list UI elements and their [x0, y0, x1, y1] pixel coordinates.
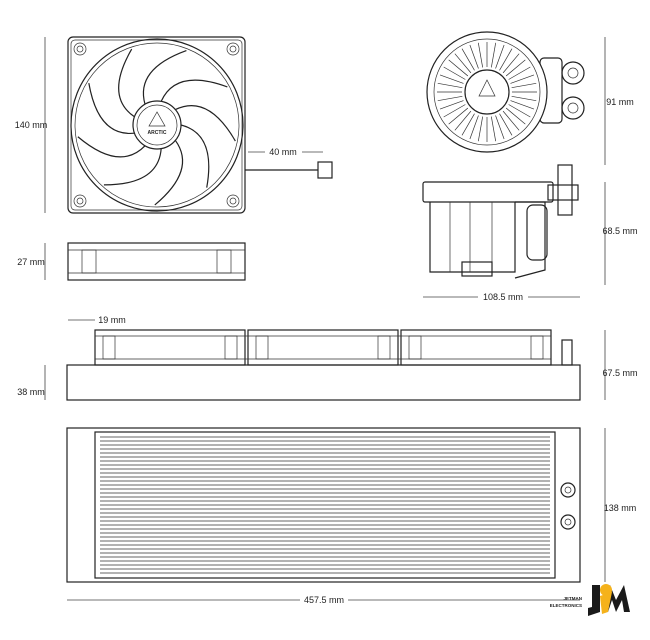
fan-blade	[154, 140, 184, 206]
pump-rib	[461, 113, 475, 136]
pump-side-height-label: 68.5 mm	[602, 226, 637, 236]
pump-rib	[499, 48, 513, 71]
pump-rib	[511, 95, 537, 102]
pump-rib	[490, 42, 497, 68]
pump-rib	[505, 107, 526, 125]
fan-blade	[160, 79, 228, 102]
fan-blade	[118, 48, 135, 118]
pump-rib	[502, 110, 520, 131]
pump-rib	[477, 116, 484, 142]
pump-top-height-label: 91 mm	[606, 97, 634, 107]
fan-cable-label: 40 mm	[269, 147, 297, 157]
pump-rib	[454, 110, 472, 131]
pump-rib	[439, 100, 464, 110]
pump-rib	[437, 82, 463, 89]
fan-brand-label: ARCTIC	[148, 130, 167, 136]
fan-blade	[88, 83, 135, 134]
pump-rib	[454, 53, 472, 74]
pump-rib	[508, 104, 531, 118]
pump-rib	[469, 44, 479, 69]
fan-front-view: ARCTIC	[67, 36, 333, 214]
pump-rib	[510, 74, 535, 84]
fan-side-view	[67, 242, 246, 281]
fan-blade	[180, 124, 210, 188]
radiator-side-view	[66, 329, 581, 401]
pump-top-view	[426, 31, 585, 153]
pump-rib	[499, 113, 513, 136]
fan-thickness-label: 27 mm	[17, 257, 45, 267]
pump-rib	[505, 59, 526, 77]
radiator-offset-label: 19 mm	[98, 315, 126, 325]
radiator-length-label: 457.5 mm	[304, 595, 344, 605]
pump-rib	[495, 115, 505, 140]
pump-rib	[502, 53, 520, 74]
pump-rib	[469, 115, 479, 140]
fan-blade	[142, 50, 187, 105]
fan-height-label: 140 mm	[15, 120, 48, 130]
pump-rib	[511, 82, 537, 89]
pump-rib	[508, 66, 531, 80]
pump-rib	[448, 107, 469, 125]
pump-rib	[443, 104, 466, 118]
pump-rib	[490, 116, 497, 142]
pump-rib	[437, 95, 463, 102]
pump-rib	[448, 59, 469, 77]
pump-rib	[477, 42, 484, 68]
radiator-height-label: 138 mm	[604, 503, 637, 513]
logo-line2: ELECTRONICS	[550, 603, 582, 608]
fan-blade	[175, 105, 236, 142]
fan-blade	[103, 148, 162, 186]
pump-width-label: 108.5 mm	[483, 292, 523, 302]
radiator-front-view	[66, 427, 581, 583]
pump-rib	[495, 44, 505, 69]
fan-blade	[77, 136, 146, 158]
pump-rib	[439, 74, 464, 84]
pump-rib	[510, 100, 535, 110]
jetman-logo: JETMAN ELECTRONICS	[550, 584, 630, 616]
radiator-thickness-label: 38 mm	[17, 387, 45, 397]
logo-line1: JETMAN	[563, 596, 582, 601]
pump-side-view	[422, 164, 579, 279]
pump-rib	[461, 48, 475, 71]
pump-rib	[443, 66, 466, 80]
radiator-total-thickness-label: 67.5 mm	[602, 368, 637, 378]
